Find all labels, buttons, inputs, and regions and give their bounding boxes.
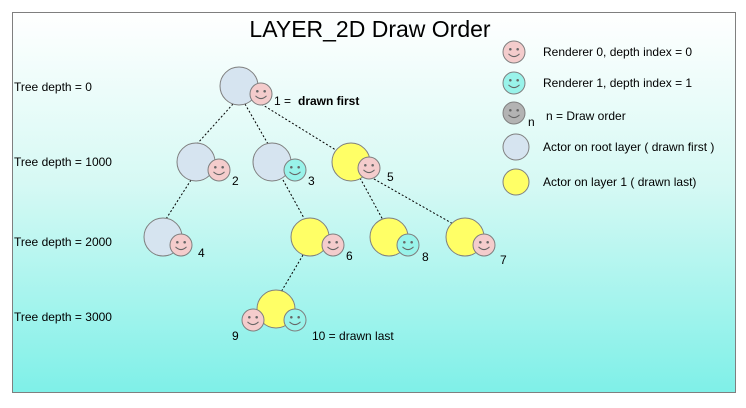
actor-node-2 bbox=[176, 142, 231, 182]
actor-node-9-10 bbox=[241, 289, 307, 332]
renderer0-face-icon bbox=[249, 82, 273, 106]
node-4-label: 4 bbox=[198, 246, 205, 260]
renderer0-face-icon bbox=[241, 308, 265, 332]
node-1-label: 1 = bbox=[274, 94, 291, 108]
node-1-note: drawn first bbox=[298, 94, 359, 108]
depth-label-3000: Tree depth = 3000 bbox=[14, 310, 112, 324]
legend: Renderer 0, depth index = 0 Renderer 1, … bbox=[502, 40, 714, 196]
actor-node-5 bbox=[331, 142, 381, 182]
legend-renderer0-face-icon bbox=[502, 40, 526, 64]
renderer0-face-icon bbox=[207, 158, 231, 182]
diagram-title: LAYER_2D Draw Order bbox=[249, 16, 490, 42]
legend-layer1-circle bbox=[502, 168, 530, 196]
renderer1-face-icon bbox=[396, 233, 420, 257]
legend-renderer1-face-icon bbox=[502, 71, 526, 95]
renderer0-face-icon bbox=[357, 156, 381, 180]
renderer0-face-icon bbox=[472, 233, 496, 257]
legend-draw-order-text: n = Draw order bbox=[546, 109, 626, 123]
edge-5-8 bbox=[359, 177, 384, 221]
diagram-frame bbox=[12, 12, 736, 393]
legend-root-layer-circle bbox=[502, 133, 530, 161]
legend-renderer0-text: Renderer 0, depth index = 0 bbox=[543, 45, 692, 59]
legend-renderer1-text: Renderer 1, depth index = 1 bbox=[543, 76, 692, 90]
legend-layer1-text: Actor on layer 1 ( drawn last) bbox=[543, 175, 696, 189]
actor-node-3 bbox=[252, 142, 307, 182]
actor-node-8 bbox=[369, 217, 420, 257]
legend-root-layer-text: Actor on root layer ( drawn first ) bbox=[543, 140, 714, 154]
actor-node-4 bbox=[143, 217, 193, 257]
node-3-label: 3 bbox=[308, 174, 315, 188]
edge-1-3 bbox=[244, 103, 269, 145]
tree-edges bbox=[165, 101, 456, 293]
node-9-label: 9 bbox=[232, 329, 239, 343]
node-5-label: 5 bbox=[387, 170, 394, 184]
edge-6-9 bbox=[280, 254, 304, 293]
edge-3-6 bbox=[282, 179, 306, 221]
legend-draw-order-symbol: n bbox=[528, 115, 535, 129]
edge-5-7 bbox=[366, 174, 456, 226]
actor-node-6 bbox=[290, 217, 345, 257]
edge-1-2 bbox=[196, 103, 234, 145]
actor-node-1 bbox=[219, 66, 273, 106]
renderer0-face-icon bbox=[321, 233, 345, 257]
node-10-label: 10 = drawn last bbox=[312, 329, 394, 343]
renderer1-face-icon bbox=[283, 308, 307, 332]
legend-draw-order-face-icon bbox=[502, 101, 526, 125]
node-8-label: 8 bbox=[422, 250, 429, 264]
actor-node-7 bbox=[445, 217, 496, 257]
depth-label-1000: Tree depth = 1000 bbox=[14, 155, 112, 169]
renderer0-face-icon bbox=[169, 233, 193, 257]
depth-label-0: Tree depth = 0 bbox=[14, 80, 92, 94]
edge-2-4 bbox=[165, 179, 192, 220]
node-2-label: 2 bbox=[232, 174, 239, 188]
depth-label-2000: Tree depth = 2000 bbox=[14, 235, 112, 249]
renderer1-face-icon bbox=[283, 158, 307, 182]
node-6-label: 6 bbox=[346, 249, 353, 263]
node-7-label: 7 bbox=[500, 253, 507, 267]
